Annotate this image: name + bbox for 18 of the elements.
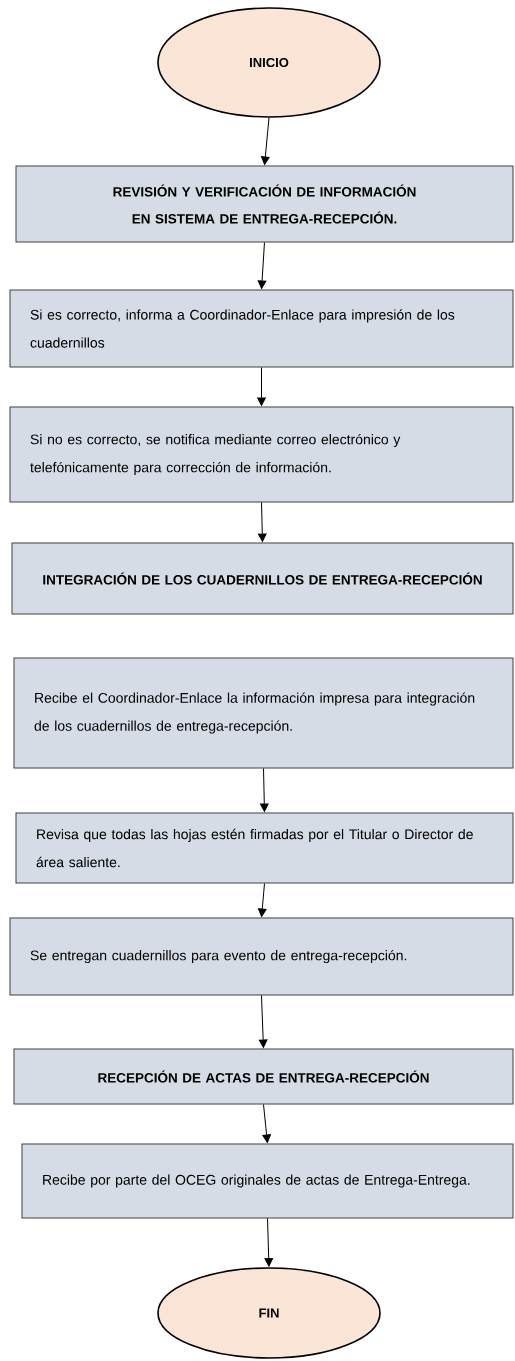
process-box: Recibe el Coordinador-Enlace la información impresa para integración de los cuadernillos de entrega-recepción. [13,657,514,769]
process-box: REVISIÓN Y VERIFICACIÓN DE INFORMACIÓN EN SISTEMA DE ENTREGA-RECEPCIÓN. [15,165,514,243]
process-box: Si es correcto, informa a Coordinador-Enlace para impresión de los cuadernillos [9,289,514,368]
process-box: Recibe por parte del OCEG originales de actas de Entrega-Entrega. [21,1143,514,1219]
arrow [257,367,266,406]
arrow [257,883,267,917]
process-box: INTEGRACIÓN DE LOS CUADERNILLOS DE ENTREGA-RECEPCIÓN [11,542,514,615]
process-box: Revisa que todas las hojas estén firmadas por el Titular o Director de área saliente. [15,812,514,884]
arrow [258,502,267,542]
arrow [264,1218,274,1267]
process-box: Si no es correcto, se notifica mediante correo electrónico y telefónicamente para corrección de información. [9,406,514,503]
process-box: RECEPCIÓN DE ACTAS DE ENTREGA-RECEPCIÓN [13,1048,514,1105]
arrow [258,995,268,1048]
arrow [260,768,269,812]
arrow [261,117,270,165]
arrow [262,1104,271,1143]
arrow [257,242,267,289]
process-box: Se entregan cuadernillos para evento de entrega-recepción. [9,917,514,996]
